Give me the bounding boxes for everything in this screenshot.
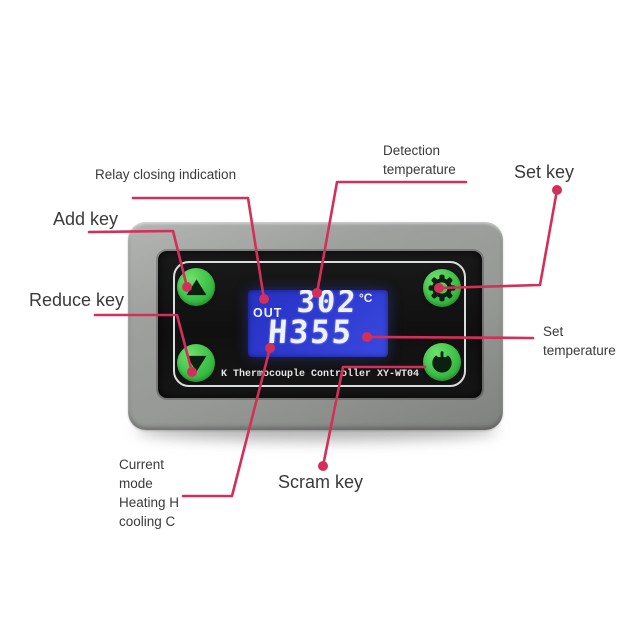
- current-mode-line2: mode: [119, 476, 153, 491]
- set-temperature-label-line2: temperature: [543, 343, 616, 358]
- front-panel: OUT 302 °C H355 K Thermocouple Controlle…: [158, 251, 482, 398]
- set-key-label: Set key: [514, 162, 575, 182]
- scram-key-callout-dot: [318, 461, 328, 471]
- reduce-key-label: Reduce key: [29, 290, 125, 310]
- detection-label-line2: temperature: [383, 162, 456, 177]
- lcd-display: OUT 302 °C H355: [248, 290, 388, 357]
- current-mode-line3: Heating H: [119, 495, 180, 510]
- device-model-title: K Thermocouple Controller XY-WT04: [220, 369, 420, 380]
- scram-key-button[interactable]: [423, 343, 461, 381]
- set-key-callout-dot-top: [552, 185, 562, 195]
- current-mode-line4: cooling C: [119, 514, 176, 529]
- detection-temperature-label: Detection temperature: [383, 141, 456, 179]
- gear-icon: [428, 274, 456, 302]
- add-key-label: Add key: [53, 209, 119, 229]
- set-temperature-label: Set temperature: [543, 322, 616, 360]
- set-temperature-label-line1: Set: [543, 324, 564, 339]
- power-icon: [432, 351, 452, 373]
- scram-key-label: Scram key: [278, 472, 364, 492]
- current-mode-line1: Current: [119, 457, 165, 472]
- controller-device: OUT 302 °C H355 K Thermocouple Controlle…: [128, 222, 503, 430]
- detection-label-line1: Detection: [383, 143, 441, 158]
- relay-closing-label: Relay closing indication: [95, 167, 237, 182]
- current-mode-label: Current mode Heating H cooling C: [119, 455, 179, 531]
- add-key-button[interactable]: [177, 268, 215, 306]
- set-temperature-value: H355: [266, 313, 355, 351]
- relay-out-indicator: OUT: [253, 306, 283, 320]
- degree-celsius-unit: °C: [359, 291, 373, 305]
- triangle-up-icon: [186, 278, 206, 295]
- set-key-button[interactable]: [423, 269, 461, 307]
